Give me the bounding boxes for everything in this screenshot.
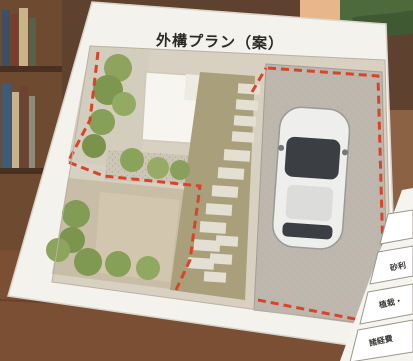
side-sheet	[340, 188, 413, 361]
stepping-stones	[170, 72, 261, 300]
plan-sheet	[7, 1, 399, 353]
plan-title: 外構プラン（案）	[155, 31, 285, 53]
white-car-top-view	[272, 106, 351, 250]
greenery	[46, 54, 190, 280]
